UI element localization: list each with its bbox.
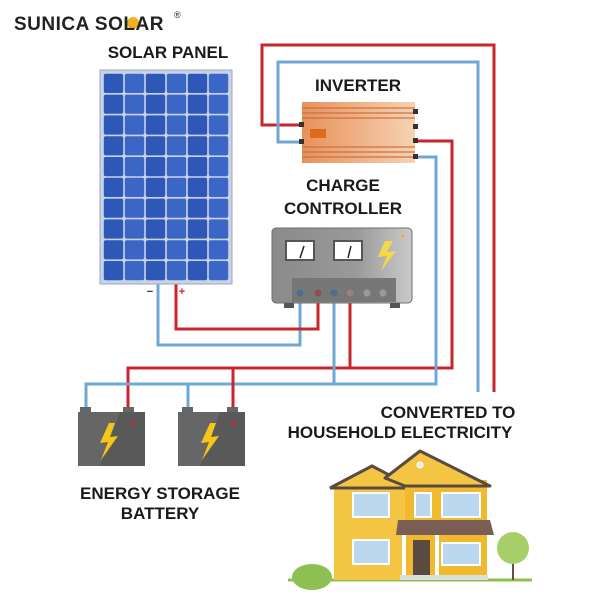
- solar-cell: [145, 177, 166, 197]
- solar-cell: [103, 219, 124, 239]
- solar-cell: [208, 177, 229, 197]
- solar-cell: [187, 240, 208, 260]
- battery-label-line2: BATTERY: [121, 504, 200, 523]
- gauge-icon: [333, 240, 363, 261]
- solar-cell: [124, 261, 145, 281]
- solar-cell: [145, 115, 166, 135]
- solar-cell: [145, 157, 166, 177]
- solar-cell: [187, 198, 208, 218]
- logo-sun-icon: [127, 17, 139, 29]
- solar-cell: [145, 261, 166, 281]
- solar-cell: [187, 219, 208, 239]
- wiring: [84, 43, 496, 410]
- battery-2: [178, 407, 245, 466]
- solar-cell: [103, 94, 124, 114]
- solar-cell: [124, 94, 145, 114]
- inverter-label: INVERTER: [315, 76, 401, 95]
- solar-cell: [145, 240, 166, 260]
- solar-cell: [166, 157, 187, 177]
- solar-cell: [166, 261, 187, 281]
- solar-cell: [103, 73, 124, 93]
- solar-cell: [208, 94, 229, 114]
- solar-cell: [103, 198, 124, 218]
- inverter-input-positive-wire: [260, 43, 496, 392]
- output-label-line1: CONVERTED TO: [381, 403, 516, 422]
- panel-positive-sign: +: [179, 286, 185, 298]
- solar-cell: [187, 157, 208, 177]
- solar-cell: [208, 157, 229, 177]
- solar-cell: [208, 115, 229, 135]
- registered-mark: ®: [174, 10, 181, 20]
- lightning-bolt-icon: [100, 423, 118, 460]
- solar-cell: [166, 136, 187, 156]
- solar-cell: [103, 240, 124, 260]
- solar-cell: [124, 177, 145, 197]
- solar-cell: [208, 73, 229, 93]
- solar-cell: [145, 136, 166, 156]
- solar-cell: [145, 198, 166, 218]
- solar-cell: [187, 94, 208, 114]
- charge-controller-label-line2: CONTROLLER: [284, 199, 402, 218]
- inverter-display: [310, 129, 326, 138]
- solar-cell: [208, 136, 229, 156]
- inverter-battery-positive-wire: [126, 139, 454, 410]
- solar-cell: [166, 240, 187, 260]
- solar-cell: [166, 115, 187, 135]
- solar-cell: [187, 73, 208, 93]
- charge-controller: [271, 227, 413, 308]
- panel-negative-wire: [156, 284, 302, 347]
- solar-cell: [103, 177, 124, 197]
- charge-controller-label-line1: CHARGE: [306, 176, 380, 195]
- solar-cell: [124, 157, 145, 177]
- lightning-bolt-icon: [378, 241, 396, 271]
- solar-cell: [187, 136, 208, 156]
- house-door: [413, 540, 430, 576]
- solar-cell: [103, 261, 124, 281]
- panel-positive-wire: [174, 284, 320, 331]
- gauge-icon: [285, 240, 315, 261]
- solar-cell: [124, 198, 145, 218]
- panel-negative-sign: −: [147, 286, 153, 298]
- inverter-input-negative-wire: [276, 60, 480, 392]
- solar-cell: [208, 198, 229, 218]
- lightning-bolt-icon: [201, 423, 219, 460]
- solar-cell: [103, 157, 124, 177]
- inverter: [299, 102, 418, 163]
- solar-cell: [187, 261, 208, 281]
- solar-cell: [166, 198, 187, 218]
- battery-1: [78, 407, 145, 466]
- solar-cell: [166, 219, 187, 239]
- solar-cell: [124, 219, 145, 239]
- solar-cell: [166, 177, 187, 197]
- solar-cell: [145, 219, 166, 239]
- solar-panel-label: SOLAR PANEL: [108, 43, 229, 62]
- solar-panel: [99, 69, 233, 285]
- house-icon: [288, 449, 532, 590]
- solar-cell: [208, 261, 229, 281]
- solar-cell: [166, 94, 187, 114]
- solar-cell: [166, 73, 187, 93]
- solar-cell: [187, 177, 208, 197]
- battery-label-line1: ENERGY STORAGE: [80, 484, 240, 503]
- solar-cell: [145, 94, 166, 114]
- solar-cell: [124, 115, 145, 135]
- inverter-battery-negative-wire: [84, 155, 438, 410]
- controller-terminals: [296, 289, 387, 297]
- solar-cell: [187, 115, 208, 135]
- brand-logo: SUNICA SOLAR ®: [14, 10, 181, 35]
- solar-cell: [208, 219, 229, 239]
- solar-cell: [145, 73, 166, 93]
- solar-cell: [103, 115, 124, 135]
- brand-logo-text: SUNICA SOLAR: [14, 14, 164, 35]
- solar-cell: [124, 73, 145, 93]
- solar-cell: [208, 240, 229, 260]
- solar-cell: [124, 136, 145, 156]
- solar-cell: [103, 136, 124, 156]
- solar-cell: [124, 240, 145, 260]
- output-label-line2: HOUSEHOLD ELECTRICITY: [288, 423, 513, 442]
